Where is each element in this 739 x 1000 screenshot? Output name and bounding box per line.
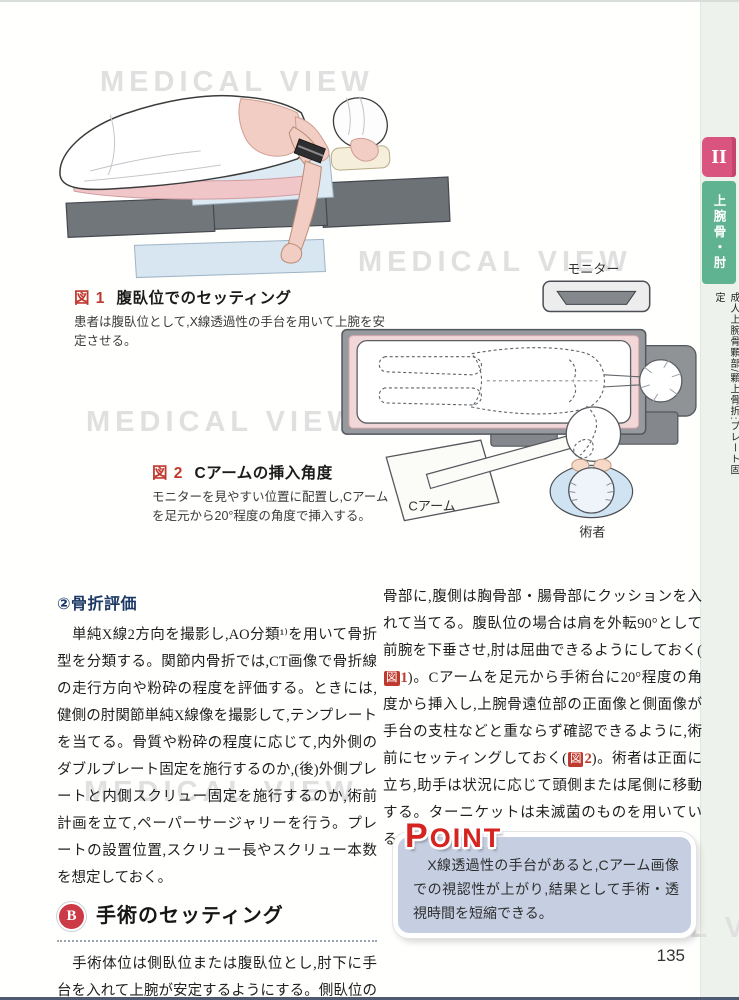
point-logo: POINT: [405, 817, 503, 855]
hand-table-lower: [133, 238, 326, 279]
page-top-edge: [0, 0, 739, 2]
medical-view-watermark: MEDICAL VIEW: [358, 246, 632, 278]
surgeon-hair-strokes: [569, 481, 614, 501]
figure2-caption-head: 図 2 Cアームの挿入角度: [152, 461, 392, 483]
table-slab-right: [318, 176, 451, 228]
surgical-setting-body-right: 骨部に,腹側は胸骨部・腸骨部にクッションを入れて当てる。腹臥位の場合は肩を外転9…: [383, 584, 702, 854]
surgeon-label: 術者: [579, 525, 605, 540]
patient-face: [350, 137, 379, 162]
table-sheet: [356, 339, 632, 424]
figure1-illustration-prone-patient: [59, 94, 451, 279]
sheet-folds: [84, 114, 221, 182]
fracture-evaluation-heading: ②骨折評価: [57, 596, 138, 613]
figure1-title: 腹臥位でのセッティング: [116, 290, 292, 307]
hand: [280, 242, 303, 264]
medical-view-watermark: MEDICAL VIEW: [86, 406, 360, 438]
tourniquet-strap: [297, 144, 324, 157]
figure2-text: モニターを見やすい位置に配置し,Cアームを足元から20°程度の角度で挿入する。: [152, 490, 389, 523]
section-tab-humerus-elbow: 上腕骨・肘: [702, 181, 736, 284]
figure2-tag: 図 2: [152, 465, 184, 482]
surgical-cap: [332, 97, 388, 150]
point-box: POINT X線透過性の手台があると,Cアーム画像での視認性が上がり,結果として…: [393, 817, 696, 938]
patient-shoulder: [238, 98, 305, 157]
fracture-evaluation-body: 単純X線2方向を撮影し,AO分類¹⁾を用いて骨折型を分類する。関節内骨折では,C…: [57, 627, 377, 886]
round-hand-table: [565, 406, 622, 462]
monitor-screen: [556, 290, 637, 305]
page-number: 135: [656, 946, 685, 965]
part-number-tab: II: [702, 137, 736, 177]
figure1-tag: 図 1: [74, 290, 106, 307]
medical-view-watermark: MEDICAL VIEW: [100, 66, 374, 98]
figure1-caption: 図 1 腹臥位でのセッティング 患者は腹臥位として,X線透過性の手台を用いて上腕…: [74, 286, 396, 351]
medical-view-watermark: MEDICAL VIEW: [84, 776, 358, 808]
surgical-setting-title: 手術のセッティング: [96, 905, 284, 927]
point-box-body: X線透過性の手台があると,Cアーム画像での視認性が上がり,結果として手術・透視時…: [393, 832, 696, 938]
head-spokes: [640, 359, 682, 403]
text-column-left: ②骨折評価 単純X線2方向を撮影し,AO分類¹⁾を用いて骨折型を分類する。関節内…: [57, 591, 377, 1000]
surgical-setting-heading: B 手術のセッティング: [57, 902, 377, 942]
figure2-illustration-or-layout: モニター: [341, 261, 697, 540]
figure-ref-box: 図: [384, 671, 400, 686]
page-bottom-edge: [0, 997, 739, 1000]
section-b-badge: B: [57, 902, 86, 931]
body-segment: )。術者は正面に立ち,助手は状況に応じて頭側または尾側に移動する。ターニケットは…: [383, 751, 703, 848]
point-text: X線透過性の手台があると,Cアーム画像での視認性が上がり,結果として手術・透視時…: [413, 857, 679, 921]
monitor-label: モニター: [567, 261, 619, 276]
surgical-setting-body-left: 手術体位は側臥位または腹臥位とし,肘下に手台を入れて上腕が安定するようにする。側…: [57, 956, 377, 999]
figure2-title: Cアームの挿入角度: [194, 465, 333, 482]
cap-seam: [346, 97, 351, 135]
surgeon-head: [568, 467, 615, 514]
cap-seam: [359, 96, 365, 135]
patient-head-top: [638, 359, 683, 403]
figure2-caption: 図 2 Cアームの挿入角度 モニターを見やすい位置に配置し,Cアームを足元から2…: [152, 461, 392, 526]
text-column-right: 骨部に,腹側は胸骨部・腸骨部にクッションを入れて当てる。腹臥位の場合は肩を外転9…: [383, 584, 702, 854]
figure-ref-number: 2: [584, 751, 592, 767]
c-arm-label: Cアーム: [408, 499, 455, 514]
body-segment: )。Cアームを足元から手術台に20°程度の角度から挿入し,上腕骨遠位部の正面像と…: [383, 670, 702, 767]
figure-ref-box: 図: [567, 752, 584, 767]
patient-arm-dashed: [573, 405, 598, 459]
patient-neck-lines: [604, 374, 640, 388]
figure-ref-number: 1: [400, 670, 408, 686]
patient-outline-dashed: [378, 347, 606, 415]
figure1-caption-head: 図 1 腹臥位でのセッティング: [74, 286, 396, 308]
figure1-text: 患者は腹臥位として,X線透過性の手台を用いて上腕を安定させる。: [74, 315, 386, 348]
chapter-title-vertical: 成人上腕骨顆部/顆上骨折:プレート固定: [713, 292, 739, 476]
body-segment: 骨部に,腹側は胸骨部・腸骨部にクッションを入れて当てる。腹臥位の場合は肩を外転9…: [383, 589, 702, 659]
